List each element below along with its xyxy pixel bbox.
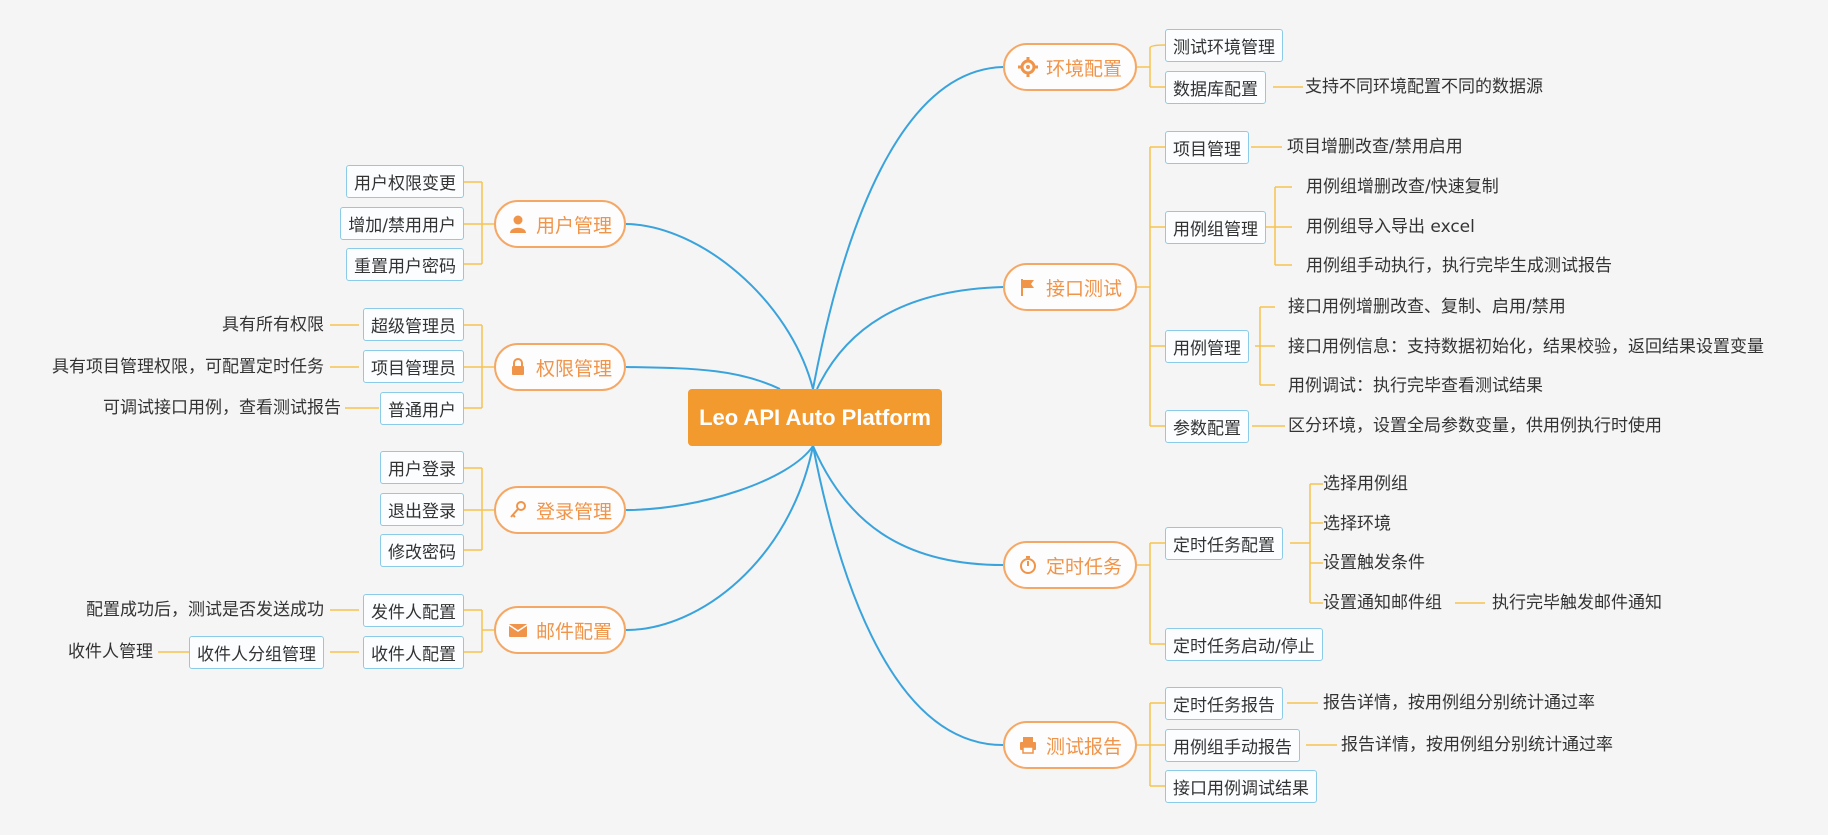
edge-root-mail bbox=[625, 445, 814, 631]
leaf-perm-super[interactable]: 超级管理员 bbox=[363, 308, 464, 341]
leaf-env-test[interactable]: 测试环境管理 bbox=[1165, 29, 1283, 62]
note-api-casegroup-excel: 用例组导入导出 excel bbox=[1306, 217, 1475, 237]
key-icon bbox=[508, 500, 528, 520]
note-timer-mail-notify: 执行完毕触发邮件通知 bbox=[1492, 593, 1662, 613]
branch-label: 接口测试 bbox=[1045, 277, 1122, 300]
gear-icon bbox=[1017, 57, 1038, 77]
note-env-db: 支持不同环境配置不同的数据源 bbox=[1305, 77, 1543, 97]
branch-label: 环境配置 bbox=[1045, 57, 1122, 80]
leaf-api-casegroup[interactable]: 用例组管理 bbox=[1165, 211, 1266, 244]
leaf-report-debug[interactable]: 接口用例调试结果 bbox=[1165, 770, 1317, 803]
note-perm-super: 具有所有权限 bbox=[222, 315, 324, 335]
flag-icon bbox=[1018, 277, 1038, 297]
branch-label: 权限管理 bbox=[535, 357, 612, 380]
leaf-mail-receiver-group[interactable]: 收件人分组管理 bbox=[189, 636, 324, 669]
note-api-casegroup-crud: 用例组增删改查/快速复制 bbox=[1306, 177, 1499, 197]
note-timer-mailgroup: 设置通知邮件组 bbox=[1323, 593, 1442, 613]
printer-icon bbox=[1018, 735, 1038, 755]
branch-user[interactable]: 用户管理 bbox=[494, 200, 626, 248]
branch-label: 定时任务 bbox=[1045, 555, 1122, 578]
stopwatch-icon bbox=[1018, 555, 1038, 575]
branch-login[interactable]: 登录管理 bbox=[494, 486, 626, 534]
leaf-api-case[interactable]: 用例管理 bbox=[1165, 330, 1249, 363]
leaf-mail-sender[interactable]: 发件人配置 bbox=[363, 594, 464, 627]
note-api-case-info: 接口用例信息：支持数据初始化，结果校验，返回结果设置变量 bbox=[1288, 337, 1764, 357]
envelope-icon bbox=[508, 620, 528, 640]
edge-root-perm bbox=[625, 366, 781, 390]
leaf-user-add-disable[interactable]: 增加/禁用用户 bbox=[340, 207, 464, 240]
lock-icon bbox=[508, 357, 528, 377]
note-api-case-debug: 用例调试：执行完毕查看测试结果 bbox=[1288, 376, 1543, 396]
leaf-env-db[interactable]: 数据库配置 bbox=[1165, 71, 1266, 104]
note-api-case-crud: 接口用例增删改查、复制、启用/禁用 bbox=[1288, 297, 1566, 317]
root-node[interactable]: Leo API Auto Platform bbox=[688, 389, 942, 446]
note-mail-sender: 配置成功后，测试是否发送成功 bbox=[86, 600, 324, 620]
note-perm-normal: 可调试接口用例，查看测试报告 bbox=[103, 398, 341, 418]
note-report-timer: 报告详情，按用例组分别统计通过率 bbox=[1323, 693, 1595, 713]
edge-root-report bbox=[812, 445, 1004, 746]
leaf-perm-normal[interactable]: 普通用户 bbox=[380, 392, 464, 425]
edge-root-timer bbox=[812, 445, 1004, 566]
leaf-perm-project[interactable]: 项目管理员 bbox=[363, 350, 464, 383]
edge-root-env bbox=[812, 66, 1004, 390]
branch-label: 登录管理 bbox=[535, 500, 612, 523]
leaf-user-reset-pwd[interactable]: 重置用户密码 bbox=[346, 248, 464, 281]
branch-label: 用户管理 bbox=[535, 214, 612, 237]
note-api-params: 区分环境，设置全局参数变量，供用例执行时使用 bbox=[1288, 416, 1662, 436]
edge-root-user bbox=[625, 223, 814, 390]
leaf-login-logout[interactable]: 退出登录 bbox=[380, 493, 464, 526]
leaf-user-perm-change[interactable]: 用户权限变更 bbox=[346, 165, 464, 198]
leaf-api-project[interactable]: 项目管理 bbox=[1165, 131, 1249, 164]
note-timer-group: 选择用例组 bbox=[1323, 474, 1408, 494]
leaf-login-change-pwd[interactable]: 修改密码 bbox=[380, 534, 464, 567]
edge-root-login bbox=[625, 445, 814, 511]
branch-mail[interactable]: 邮件配置 bbox=[494, 606, 626, 654]
leaf-api-params[interactable]: 参数配置 bbox=[1165, 410, 1249, 443]
leaf-login-login[interactable]: 用户登录 bbox=[380, 451, 464, 484]
branch-env[interactable]: 环境配置 bbox=[1003, 43, 1137, 91]
note-mail-receiver-mgmt: 收件人管理 bbox=[68, 642, 153, 662]
edge-root-api bbox=[816, 286, 1004, 390]
branch-label: 邮件配置 bbox=[535, 620, 612, 643]
note-report-manual: 报告详情，按用例组分别统计通过率 bbox=[1341, 735, 1613, 755]
branch-report[interactable]: 测试报告 bbox=[1003, 721, 1137, 769]
branch-timer[interactable]: 定时任务 bbox=[1003, 541, 1137, 589]
user-icon bbox=[508, 214, 528, 234]
leaf-mail-receiver[interactable]: 收件人配置 bbox=[363, 636, 464, 669]
leaf-timer-config[interactable]: 定时任务配置 bbox=[1165, 527, 1283, 560]
note-timer-trigger: 设置触发条件 bbox=[1323, 553, 1425, 573]
leaf-report-manual[interactable]: 用例组手动报告 bbox=[1165, 729, 1300, 762]
note-api-casegroup-run: 用例组手动执行，执行完毕生成测试报告 bbox=[1306, 256, 1612, 276]
branch-perm[interactable]: 权限管理 bbox=[494, 343, 626, 391]
note-timer-env: 选择环境 bbox=[1323, 514, 1391, 534]
branch-api[interactable]: 接口测试 bbox=[1003, 263, 1137, 311]
leaf-timer-startstop[interactable]: 定时任务启动/停止 bbox=[1165, 628, 1323, 661]
note-perm-project: 具有项目管理权限，可配置定时任务 bbox=[52, 357, 324, 377]
note-api-project: 项目增删改查/禁用启用 bbox=[1287, 137, 1463, 157]
leaf-report-timer[interactable]: 定时任务报告 bbox=[1165, 687, 1283, 720]
branch-label: 测试报告 bbox=[1045, 735, 1122, 758]
